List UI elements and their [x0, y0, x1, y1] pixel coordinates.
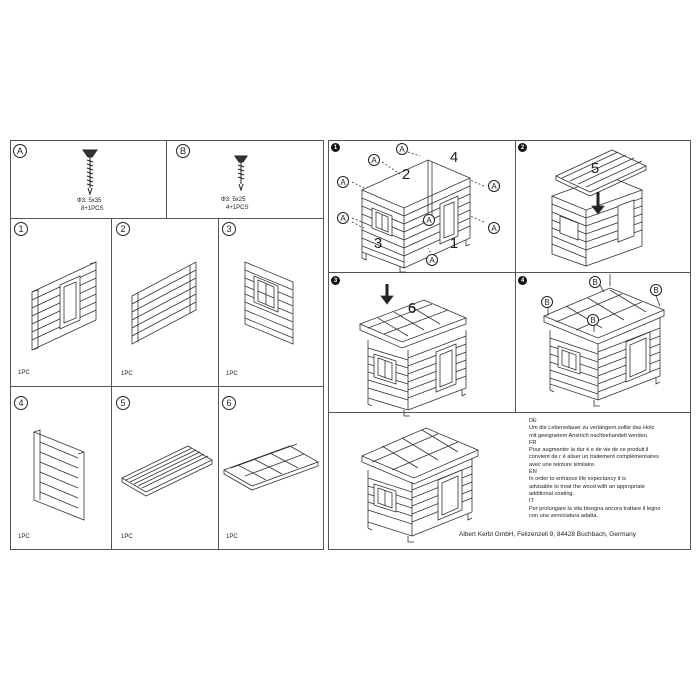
step-1-panel-2: 2: [401, 165, 411, 183]
panel-4-number: 4: [14, 396, 28, 410]
screw-b-qty: 4+1PCS: [226, 205, 249, 211]
step-1-screw-a: A: [488, 222, 500, 234]
step-3-badge: 3: [331, 276, 340, 285]
panel-2-number: 2: [116, 222, 130, 236]
step-1-screw-a: A: [423, 214, 435, 226]
divider: [218, 218, 219, 550]
step-1-screw-a: A: [337, 176, 349, 188]
divider: [515, 140, 516, 412]
step-1-screw-a: A: [337, 212, 349, 224]
de-line: mit geeignetem Anstrich nachbehandelt we…: [529, 432, 649, 439]
step-4-screw-b: B: [587, 314, 599, 326]
panel-4-qty: 1PC: [18, 534, 30, 540]
panel-1-qty: 1PC: [18, 370, 30, 376]
fr-line: Pour augmenter la dur é e de vie de ce p…: [529, 447, 649, 454]
panel-5-qty: 1PC: [121, 534, 133, 540]
divider: [111, 218, 112, 550]
panel-2-qty: 1PC: [121, 371, 133, 377]
panel-6-number: 6: [222, 396, 236, 410]
screw-a-qty: 8+1PCS: [81, 206, 104, 212]
de-line: Um die Lebensdauer zu verlängern,sollte …: [529, 425, 655, 432]
step-4-screw-b: B: [541, 296, 553, 308]
step-3-panel-6: 6: [407, 299, 417, 317]
screw-a-label: A: [13, 144, 27, 158]
panel-5-number: 5: [116, 396, 130, 410]
en-tag: EN: [529, 469, 537, 476]
panel-6-qty: 1PC: [226, 534, 238, 540]
panel-1-number: 1: [14, 222, 28, 236]
steps-panel: [328, 140, 691, 550]
en-line: additional coating.: [529, 490, 575, 497]
en-line: advisable to treat the wood with an appr…: [529, 483, 645, 490]
step-2-panel-5: 5: [590, 159, 600, 177]
step-2-badge: 2: [518, 143, 527, 152]
fr-tag: FR: [529, 439, 537, 446]
panel-3-qty: 1PC: [226, 371, 238, 377]
step-1-screw-a: A: [396, 143, 408, 155]
manufacturer-address: Albert Kerbl GmbH, Felizenzell 9, 84428 …: [459, 531, 637, 538]
step-1-panel-4: 4: [449, 148, 459, 166]
step-4-screw-b: B: [650, 284, 662, 296]
de-tag: DE: [529, 418, 537, 424]
care-instructions: DE Um die Lebensdauer zu verlängern,soll…: [529, 418, 689, 520]
step-4-badge: 4: [518, 276, 527, 285]
it-line: con una verniciatura adatta.: [529, 512, 599, 519]
it-tag: IT: [529, 498, 534, 505]
step-1-panel-3: 3: [373, 234, 383, 252]
step-1-panel-1: 1: [449, 234, 459, 252]
divider: [328, 412, 691, 413]
divider: [10, 386, 324, 387]
panel-3-number: 3: [222, 222, 236, 236]
parts-panel: [10, 140, 324, 550]
screw-a-size: Φ3. 5x35: [77, 198, 102, 204]
step-1-screw-a: A: [426, 254, 438, 266]
fr-line: avec une teinture similaire.: [529, 461, 596, 468]
step-1-badge: 1: [331, 143, 340, 152]
it-line: Per prolungare la vita bisogna ancora tr…: [529, 505, 661, 512]
en-line: In order to enhance life expectancy it i…: [529, 476, 627, 483]
divider: [166, 140, 167, 218]
screw-b-label: B: [176, 144, 190, 158]
step-4-screw-b: B: [589, 276, 601, 288]
step-1-screw-a: A: [368, 154, 380, 166]
divider: [10, 218, 324, 219]
screw-b-size: Φ3. 5x25: [221, 197, 246, 203]
step-1-screw-a: A: [488, 180, 500, 192]
divider: [328, 272, 691, 273]
fr-line: convient de r é aliser un traitement com…: [529, 454, 659, 461]
